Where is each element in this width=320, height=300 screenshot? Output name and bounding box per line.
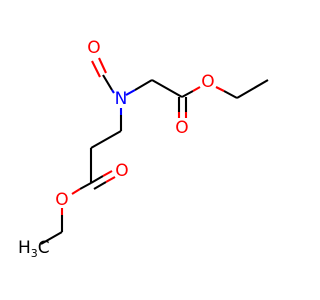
ch3-h: H: [18, 238, 31, 258]
molecule-structure: O N O O O O H3C: [18, 38, 269, 260]
lower-ch2-ch2-bond: [90, 130, 122, 149]
n-ch2-bond-a: [125, 89, 136, 96]
carbonyl2-ester-o-bond-b: [71, 188, 81, 195]
atom-ch3-terminal: H3C: [18, 238, 50, 260]
ethyl1-cc-bond: [236, 79, 269, 99]
carbonyl2-double-a2: [102, 170, 113, 177]
ester1-o-ch2-bond-a: [215, 86, 225, 92]
carbonyl2-double-a: [90, 175, 104, 184]
atom-o-formyl: O: [87, 38, 100, 58]
atom-o-ester-lower: O: [55, 190, 68, 210]
carbonyl1-ester-o-bond-a: [181, 90, 194, 98]
formyl-carbon-n-bond-b: [111, 89, 115, 94]
atom-o-carbonyl-upper: O: [175, 118, 188, 138]
atom-o-carbonyl-lower: O: [115, 161, 128, 181]
atom-n: N: [115, 89, 128, 109]
ch3-c: C: [38, 238, 50, 258]
ester1-o-ch2-bond-b: [223, 90, 238, 99]
formyl-carbon-n-bond-a: [102, 74, 113, 91]
bond-lines: [40, 57, 269, 245]
ethyl2-cc-bond: [40, 231, 63, 245]
formyl-double-bond-a: [91, 60, 101, 78]
ch3-subscript: 3: [31, 247, 38, 260]
carbonyl1-ester-o-bond-b: [192, 86, 201, 92]
carbonyl2-double-b2: [105, 176, 116, 183]
n-ch2-bond-b: [134, 79, 153, 91]
ch2-carbonyl-bond: [151, 79, 183, 98]
carbonyl2-double-b: [93, 181, 107, 190]
formyl-double-bond-b: [98, 57, 107, 74]
atom-o-ester-upper: O: [201, 72, 214, 92]
atom-labels: O N O O O O H3C: [18, 38, 215, 260]
carbonyl2-ester-o-bond-a: [79, 182, 92, 190]
